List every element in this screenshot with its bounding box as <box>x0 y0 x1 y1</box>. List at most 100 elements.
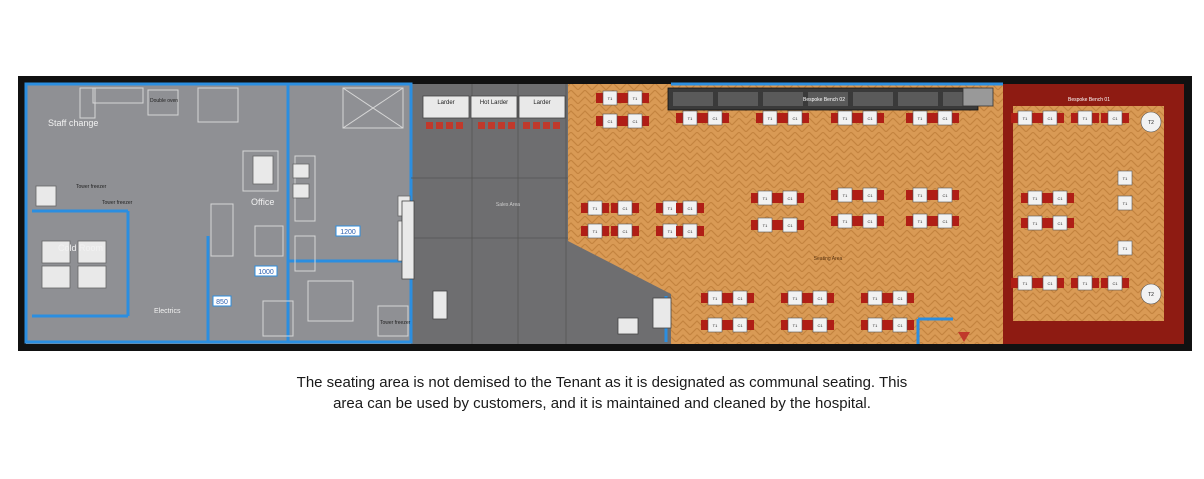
chair <box>772 193 779 203</box>
table-label: C1 <box>1047 116 1053 121</box>
tower-freezer-2-label: Tower freezer <box>76 184 107 190</box>
chair <box>697 203 704 213</box>
table-top <box>912 213 928 229</box>
table-label: T1 <box>918 116 923 121</box>
seating-table: C1 <box>676 200 704 216</box>
dimension-callouts: 1200 1000 850 <box>212 225 361 307</box>
table-label: T1 <box>713 296 718 301</box>
chair <box>697 226 704 236</box>
chair <box>1067 193 1074 203</box>
seating-table: T1 <box>906 110 934 126</box>
chair <box>1046 218 1053 228</box>
table-label: T1 <box>843 193 848 198</box>
cold-room-label: Cold Room <box>58 243 103 253</box>
seating-table: T1 <box>861 290 889 306</box>
seating-table: T1 <box>861 317 889 333</box>
chair <box>806 293 813 303</box>
table-label: T1 <box>668 206 673 211</box>
chair <box>927 216 934 226</box>
seating-table: T1 <box>831 213 859 229</box>
table-top <box>937 213 953 229</box>
seating-table: T1 <box>831 187 859 203</box>
dim-850: 850 <box>216 299 228 306</box>
chair <box>726 320 733 330</box>
chair <box>617 116 624 126</box>
seating-table: T1 <box>581 200 609 216</box>
table-top <box>627 90 643 106</box>
chair <box>1092 278 1099 288</box>
table-top <box>757 217 773 233</box>
seating-table: C1 <box>806 290 834 306</box>
chair <box>952 216 959 226</box>
seating-table: C1 <box>611 200 639 216</box>
chair <box>906 113 913 123</box>
larders: Larder Hot Larder Larder <box>422 95 566 129</box>
seating-floor <box>568 84 1003 344</box>
table-label: T1 <box>843 116 848 121</box>
larder-3-label: Larder <box>533 100 550 106</box>
seating-table: C1 <box>776 190 804 206</box>
table-top <box>1042 275 1058 291</box>
seating-area-label: Seating Area <box>814 256 843 262</box>
chair <box>596 93 603 103</box>
seating-table: C1 <box>1046 215 1074 231</box>
chair <box>611 226 618 236</box>
table-label: C1 <box>817 323 823 328</box>
seating-table: C1 <box>931 213 959 229</box>
table-top <box>1107 275 1123 291</box>
table-top <box>587 223 603 239</box>
table-top <box>732 290 748 306</box>
seating-table: T1 <box>1011 110 1039 126</box>
seating-table: T1 <box>1011 275 1039 291</box>
chair <box>806 320 813 330</box>
chair <box>877 216 884 226</box>
table-top <box>707 110 723 126</box>
chair <box>642 93 649 103</box>
table-label: C1 <box>622 229 628 234</box>
seating-table: C1 <box>886 290 914 306</box>
table-top <box>867 317 883 333</box>
chair <box>1032 278 1039 288</box>
table-top <box>602 90 618 106</box>
table-top <box>782 217 798 233</box>
seating-table: C1 <box>596 113 624 129</box>
chair <box>1057 278 1064 288</box>
chair <box>886 293 893 303</box>
chair <box>861 293 868 303</box>
table-label: T1 <box>713 323 718 328</box>
chair <box>642 116 649 126</box>
chair <box>797 193 804 203</box>
round-table-label: T2 <box>1148 120 1154 126</box>
table-label: C1 <box>687 229 693 234</box>
chair <box>756 113 763 123</box>
chair <box>701 320 708 330</box>
chair <box>1122 113 1129 123</box>
table-top <box>602 113 618 129</box>
table-label: C1 <box>712 116 718 121</box>
seating-table: T1 <box>1117 240 1133 256</box>
chair <box>751 193 758 203</box>
chair <box>632 203 639 213</box>
table-top <box>787 290 803 306</box>
table-label: C1 <box>1057 221 1063 226</box>
seating-table: T1 <box>906 213 934 229</box>
table-top <box>1017 275 1033 291</box>
chair <box>1036 278 1043 288</box>
chair <box>852 216 859 226</box>
table-top <box>1117 195 1133 211</box>
chair <box>931 190 938 200</box>
table-label: C1 <box>1047 281 1053 286</box>
seating-table: T1 <box>1071 110 1099 126</box>
chair <box>772 220 779 230</box>
chair <box>1101 113 1108 123</box>
chair <box>1067 218 1074 228</box>
seating-table: C1 <box>621 113 649 129</box>
chair <box>1092 113 1099 123</box>
caption-line-1: The seating area is not demised to the T… <box>296 374 908 391</box>
table-label: T1 <box>843 219 848 224</box>
chair <box>1122 278 1129 288</box>
table-label: C1 <box>687 206 693 211</box>
chair <box>931 113 938 123</box>
